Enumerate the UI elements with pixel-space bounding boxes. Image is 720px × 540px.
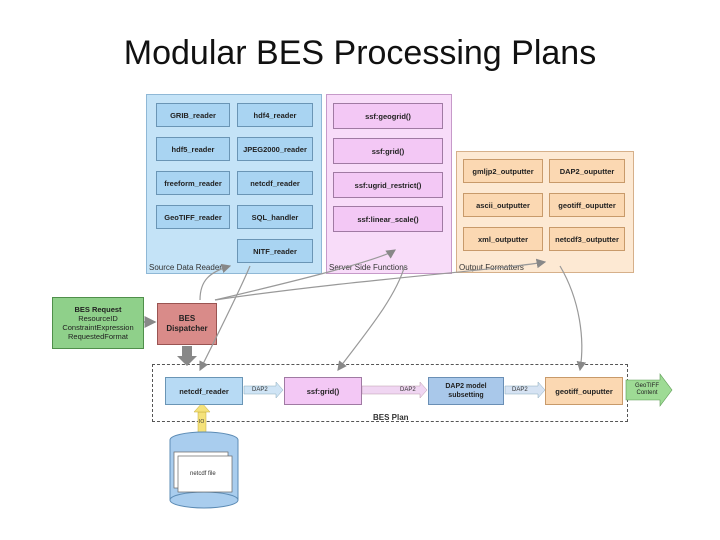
file-cylinder-bottom (169, 491, 239, 509)
dispatcher-down-arrow-shaft (182, 346, 192, 356)
function-grid[interactable]: ssf:grid() (333, 138, 443, 164)
plan-step-subsetting-label: DAP2 model subsetting (445, 383, 487, 399)
function-to-plan-arrow (337, 264, 406, 371)
output-line-2: Content (636, 390, 658, 396)
request-line-constraint: ConstraintExpression (62, 323, 134, 332)
dispatcher-down-arrow-head (177, 356, 197, 366)
bes-dispatcher-box[interactable]: BES Dispatcher (157, 303, 217, 345)
reader-to-plan-arrow (199, 265, 251, 372)
io-arrow-head (193, 402, 211, 413)
bes-request-box[interactable]: BES Request ResourceID ConstraintExpress… (52, 297, 144, 349)
outputter-dap2[interactable]: DAP2_ouputter (549, 159, 625, 183)
reader-geotiff[interactable]: GeoTIFF_reader (156, 205, 230, 229)
outputter-ascii[interactable]: ascii_outputter (463, 193, 543, 217)
reader-hdf5[interactable]: hdf5_reader (156, 137, 230, 161)
plan-link-arrow-2 (361, 381, 428, 399)
plan-link-label-1: DAP2 (252, 387, 268, 393)
reader-netcdf[interactable]: netcdf_reader (237, 171, 313, 195)
dispatcher-to-readers-arrow (199, 263, 232, 301)
function-ugrid-restrict[interactable]: ssf:ugrid_restrict() (333, 172, 443, 198)
plan-link-arrow-1 (243, 381, 284, 399)
output-content-label: GeoTIFF Content (630, 382, 664, 398)
reader-freeform[interactable]: freeform_reader (156, 171, 230, 195)
request-line-title: BES Request (74, 305, 122, 314)
function-geogrid[interactable]: ssf:geogrid() (333, 103, 443, 129)
output-content-arrow (625, 373, 673, 407)
outputters-panel-label: Output Formatters (459, 263, 524, 272)
reader-hdf4[interactable]: hdf4_reader (237, 103, 313, 127)
functions-panel-label: Server Side Functions (329, 263, 408, 272)
plan-link-arrow-3 (504, 381, 546, 399)
plan-link-label-3: DAP2 (512, 387, 528, 393)
readers-panel-label: Source Data Readers (149, 263, 226, 272)
plan-step-reader[interactable]: netcdf_reader (165, 377, 243, 405)
outputter-geotiff[interactable]: geotiff_ouputter (549, 193, 625, 217)
dispatcher-line-2: Dispatcher (166, 324, 208, 333)
bes-plan-label: BES Plan (373, 413, 409, 422)
reader-jpeg2000[interactable]: JPEG2000_reader (237, 137, 313, 161)
dispatcher-to-outputters-arrow (214, 258, 547, 301)
dispatcher-to-functions-arrow (214, 249, 396, 301)
file-label: netcdf file (190, 471, 216, 477)
output-line-1: GeoTIFF (634, 383, 659, 389)
outputter-to-plan-arrow (559, 265, 587, 372)
io-label: IO (199, 419, 205, 425)
request-line-resource: ResourceID (78, 314, 118, 323)
outputter-netcdf3[interactable]: netcdf3_outputter (549, 227, 625, 251)
reader-sql[interactable]: SQL_handler (237, 205, 313, 229)
plan-step-function[interactable]: ssf:grid() (284, 377, 362, 405)
file-doc-front (177, 455, 233, 493)
page-title: Modular BES Processing Plans (123, 34, 597, 72)
dispatcher-line-1: BES (178, 314, 196, 323)
reader-grib[interactable]: GRIB_reader (156, 103, 230, 127)
outputter-gmljp2[interactable]: gmljp2_outputter (463, 159, 543, 183)
reader-nitf[interactable]: NITF_reader (237, 239, 313, 263)
plan-step-outputter[interactable]: geotiff_ouputter (545, 377, 623, 405)
plan-link-label-2: DAP2 (400, 387, 416, 393)
plan-step-subsetting[interactable]: DAP2 model subsetting (428, 377, 504, 405)
outputter-xml[interactable]: xml_outputter (463, 227, 543, 251)
request-line-format: RequestedFormat (67, 332, 129, 341)
function-linear-scale[interactable]: ssf:linear_scale() (333, 206, 443, 232)
